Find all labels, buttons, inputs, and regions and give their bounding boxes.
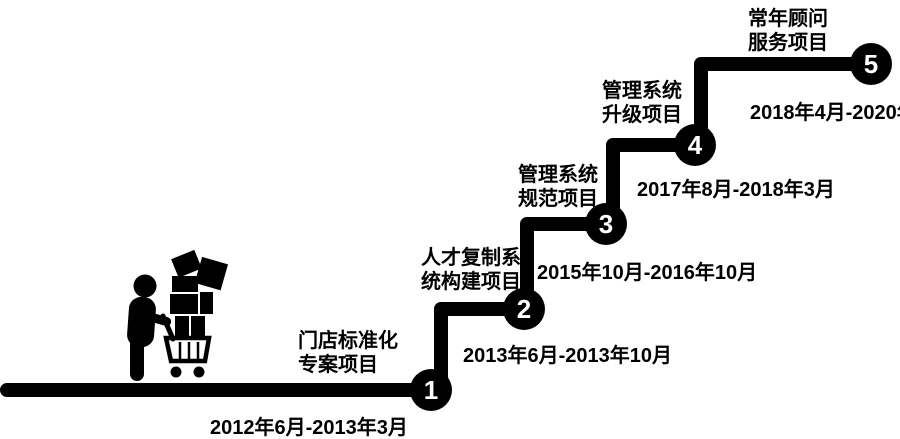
step-4-date: 2017年8月-2018年3月 (637, 179, 835, 201)
step-1-date: 2012年6月-2013年3月 (210, 417, 408, 439)
step-3-number: 3 (598, 209, 614, 239)
step-5-badge: 5 (850, 43, 892, 85)
cart-icon (160, 313, 212, 378)
shopper-cart-icon (127, 249, 229, 381)
step-5-date: 2018年4月-2020年 (750, 102, 900, 124)
step-3-badge: 3 (585, 203, 627, 245)
step-5-label: 常年顾问 服务项目 (748, 8, 828, 54)
step-3-label: 管理系统 规范项目 (518, 164, 598, 210)
step-2-number: 2 (516, 294, 532, 324)
boxes-icon (170, 249, 229, 337)
person-icon (127, 274, 172, 381)
step-4-number: 4 (687, 130, 703, 160)
step-1-number: 1 (423, 375, 439, 405)
step-4-badge: 4 (674, 124, 716, 166)
step-2-badge: 2 (503, 288, 545, 330)
staircase-path (0, 57, 878, 397)
step-5-number: 5 (863, 49, 879, 79)
step-3-date: 2015年10月-2016年10月 (537, 262, 758, 284)
step-1-badge: 1 (410, 369, 452, 411)
step-2-date: 2013年6月-2013年10月 (463, 345, 673, 367)
step-4-label: 管理系统 升级项目 (602, 80, 682, 126)
step-1-label: 门店标准化 专案项目 (298, 330, 398, 376)
step-2-label: 人才复制系 统构建项目 (421, 247, 521, 293)
